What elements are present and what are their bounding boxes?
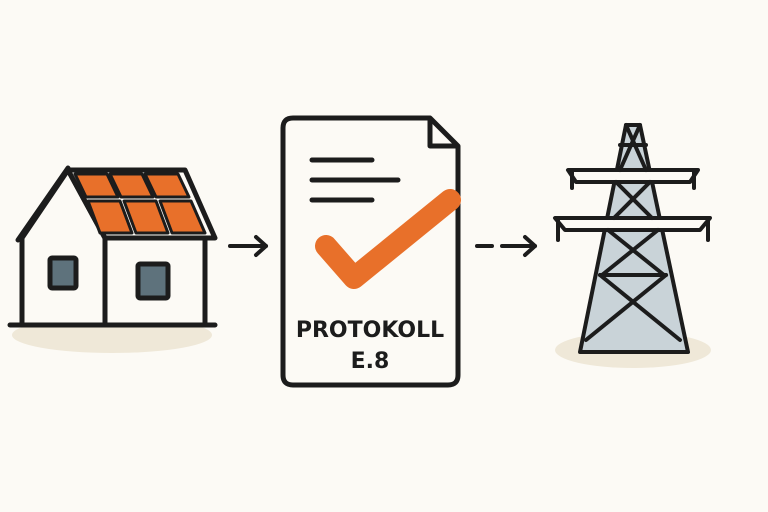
dashed-arrow-right-icon [475, 235, 537, 257]
house-with-solar-panels-icon [7, 165, 218, 353]
document-subtitle: E.8 [351, 349, 390, 374]
power-pylon-icon [553, 123, 712, 368]
checkmark-icon [315, 189, 461, 289]
document-title: PROTOKOLL [296, 318, 444, 343]
document-checkmark-icon: PROTOKOLL E.8 [280, 115, 461, 388]
arrow-right-icon [228, 235, 268, 257]
